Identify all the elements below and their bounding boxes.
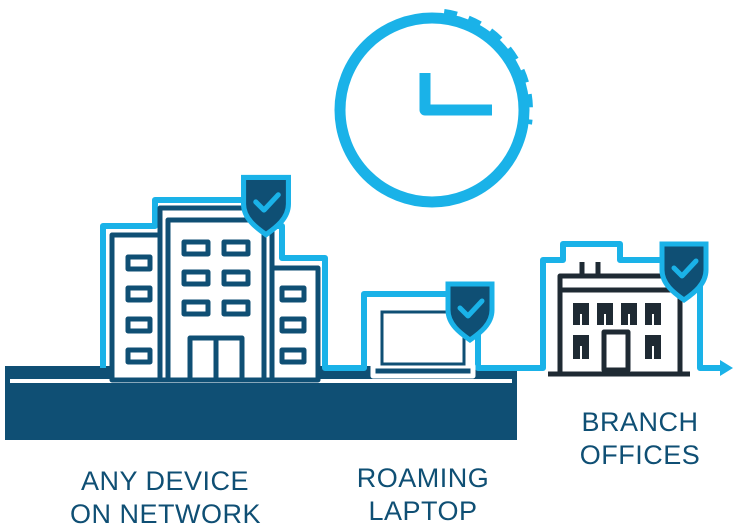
branch-office-icon [548, 262, 690, 377]
caption-any-device-line-1: ANY DEVICE [80, 466, 250, 496]
clock-icon [334, 9, 533, 208]
network-route-line [100, 197, 722, 371]
office-building-icon [109, 205, 321, 383]
caption-any-device: ANY DEVICE ON NETWORK [70, 465, 261, 531]
shield-check-icon-branch [659, 241, 709, 304]
caption-roaming-line-1: ROAMING [356, 463, 490, 493]
caption-roaming-line-2: LAPTOP [368, 496, 478, 526]
shield-check-icon-building [241, 174, 291, 238]
shield-check-icon-laptop [445, 281, 495, 344]
caption-branch-line-1: BRANCH [581, 407, 699, 437]
caption-roaming-laptop: ROAMING LAPTOP [350, 462, 496, 528]
caption-any-device-line-2: ON NETWORK [70, 499, 261, 529]
arrow-head-icon [720, 360, 733, 376]
caption-branch-offices: BRANCH OFFICES [570, 406, 710, 472]
caption-branch-line-2: OFFICES [579, 440, 701, 470]
